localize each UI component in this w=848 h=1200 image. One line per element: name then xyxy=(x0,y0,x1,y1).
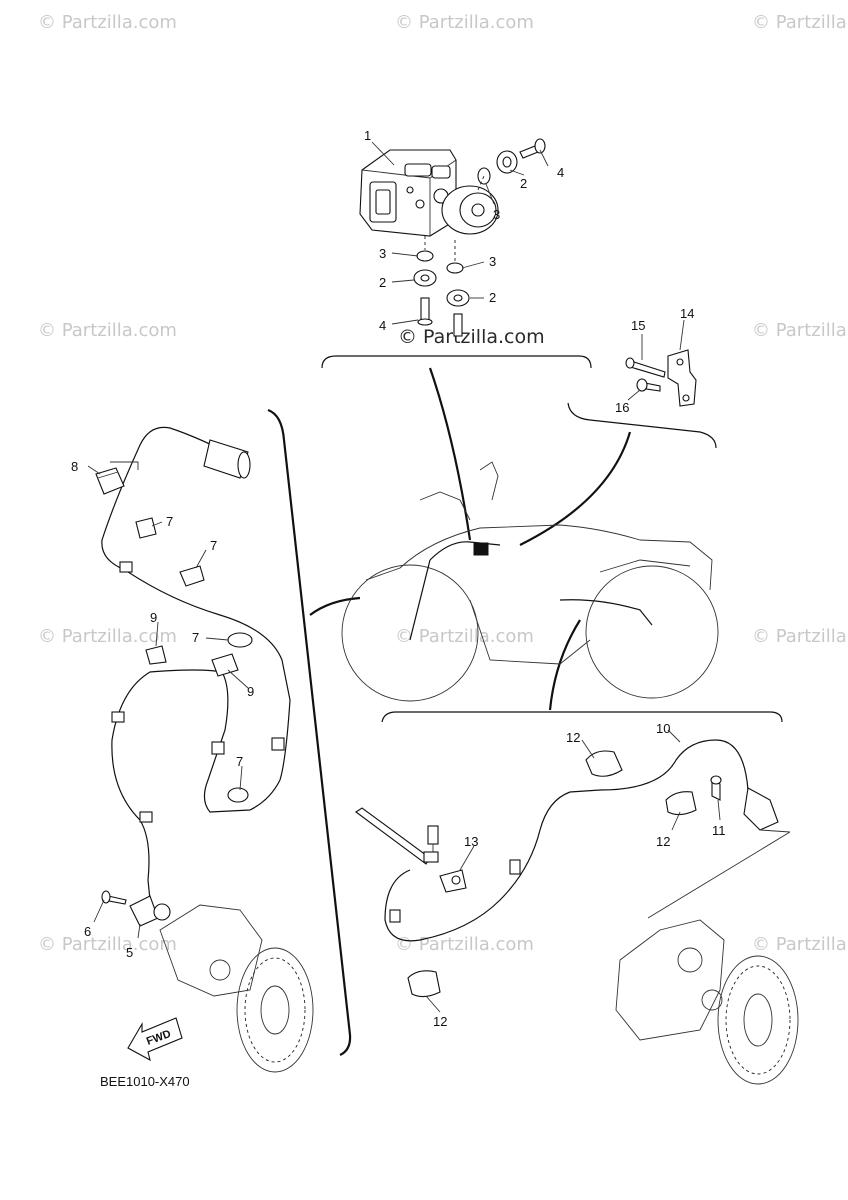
watermark-text: © Partzilla.com xyxy=(395,626,534,647)
fwd-arrow: FWD xyxy=(127,1017,183,1062)
callout-9: 9 xyxy=(150,610,157,625)
rear-section-frame xyxy=(381,711,783,723)
bracket-frame xyxy=(567,402,717,449)
watermark-text: © Partzilla.com xyxy=(38,626,177,647)
watermark-text: © Partzilla.com xyxy=(395,12,534,33)
callout-7: 7 xyxy=(192,630,199,645)
abs-mounting-hardware[interactable] xyxy=(413,138,546,337)
callout-5: 5 xyxy=(126,945,133,960)
watermark-text: © Partzilla.com xyxy=(38,934,177,955)
abs-hydraulic-unit[interactable] xyxy=(359,149,499,237)
callout-12: 12 xyxy=(433,1014,447,1029)
watermark-text: © Partzilla.com xyxy=(38,320,177,341)
callout-2: 2 xyxy=(489,290,496,305)
callout-1: 1 xyxy=(364,128,371,143)
callout-3: 3 xyxy=(489,254,496,269)
bike-harness-outline xyxy=(409,541,653,641)
callout-13: 13 xyxy=(464,834,478,849)
watermark-text: © Partzilla.com xyxy=(38,12,177,33)
rear-wheel-sensor[interactable] xyxy=(710,775,791,833)
callout-7: 7 xyxy=(166,514,173,529)
callout-6: 6 xyxy=(84,924,91,939)
watermark-layer: © Partzilla.com © Partzilla.com © Partzi… xyxy=(38,12,848,955)
harness-connector-8[interactable] xyxy=(95,461,139,495)
callout-7: 7 xyxy=(210,538,217,553)
cable-clip-9[interactable] xyxy=(145,645,239,677)
abs-bracket-assembly[interactable] xyxy=(625,349,697,407)
callout-leaders xyxy=(87,141,721,1013)
callout-9: 9 xyxy=(247,684,254,699)
motorcycle-outline xyxy=(341,461,719,702)
callout-8: 8 xyxy=(71,459,78,474)
abs-leader-line xyxy=(428,367,472,541)
callout-labels: 1 2 4 3 3 2 4 3 2 14 15 16 8 7 7 9 7 9 7… xyxy=(71,128,726,1029)
watermark-text: © Partzilla.com xyxy=(752,12,848,33)
watermark-text-center: © Partzilla.com xyxy=(398,326,545,348)
callout-12: 12 xyxy=(566,730,580,745)
front-sensor-harness[interactable] xyxy=(101,426,291,901)
section-frames xyxy=(267,355,783,1057)
callout-15: 15 xyxy=(631,318,645,333)
cable-clip-12[interactable] xyxy=(407,750,697,998)
watermark-text: © Partzilla.com xyxy=(752,626,848,647)
callout-10: 10 xyxy=(656,721,670,736)
front-sensor-clamps[interactable] xyxy=(111,561,285,823)
rear-sensor-harness[interactable] xyxy=(355,739,749,942)
rear-leader-line xyxy=(548,619,581,711)
front-fork-brake-disc xyxy=(159,904,314,1073)
watermark-text: © Partzilla.com xyxy=(752,934,848,955)
callout-14: 14 xyxy=(680,306,694,321)
callout-12: 12 xyxy=(656,834,670,849)
front-leader-line xyxy=(309,596,361,616)
diagram-code: BEE1010-X470 xyxy=(100,1074,190,1089)
bracket-leader-line xyxy=(519,431,632,546)
rear-sensor-clamps[interactable] xyxy=(389,859,521,923)
sensor-bracket-13[interactable] xyxy=(439,869,467,893)
callout-2: 2 xyxy=(379,275,386,290)
callout-4: 4 xyxy=(379,318,386,333)
watermark-text: © Partzilla.com xyxy=(752,320,848,341)
front-wheel-sensor[interactable] xyxy=(101,890,171,927)
callout-3: 3 xyxy=(493,207,500,222)
callout-16: 16 xyxy=(615,400,629,415)
rear-caliper-disc xyxy=(615,831,799,1085)
callout-3: 3 xyxy=(379,246,386,261)
callout-7: 7 xyxy=(236,754,243,769)
watermark-text: © Partzilla.com xyxy=(395,934,534,955)
callout-4: 4 xyxy=(557,165,564,180)
abs-unit-frame xyxy=(321,355,592,369)
callout-2: 2 xyxy=(520,176,527,191)
front-section-frame xyxy=(267,408,352,1057)
callout-11: 11 xyxy=(712,823,726,838)
